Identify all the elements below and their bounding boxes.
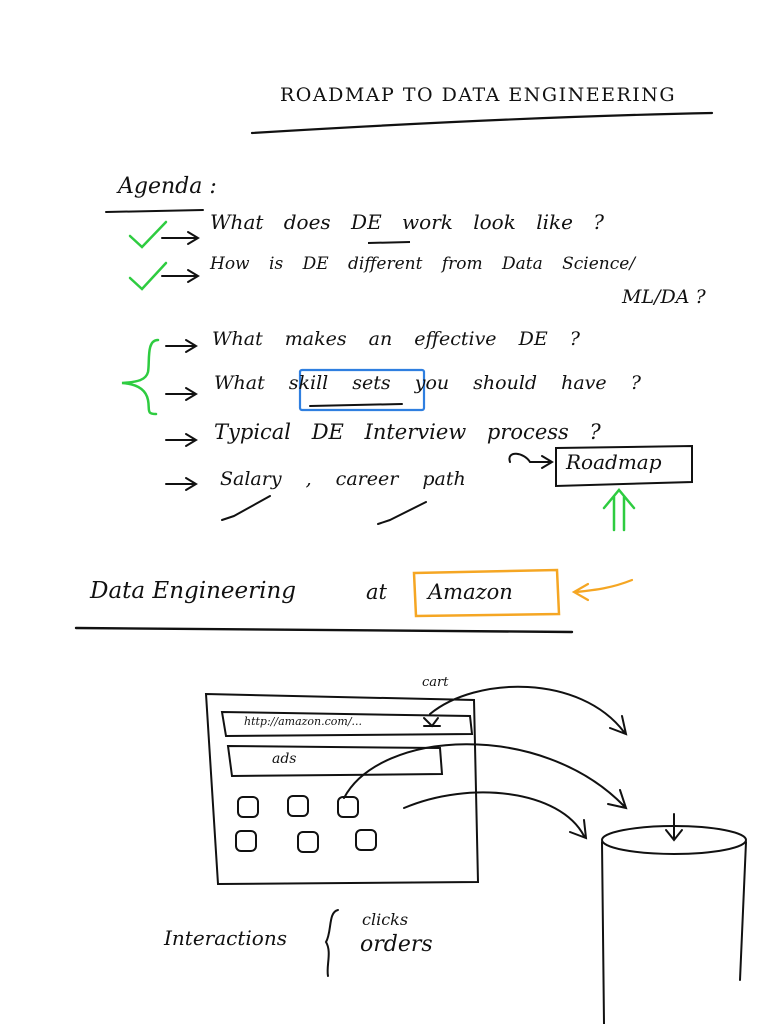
- roadmap-box-label: Roadmap: [566, 450, 662, 474]
- interaction-item-clicks: clicks: [362, 910, 409, 929]
- cart-label: cart: [422, 675, 449, 690]
- section-heading-prefix: Data Engineering: [90, 578, 297, 604]
- url-bar-text: http://amazon.com/...: [244, 715, 363, 728]
- ads-label: ads: [272, 751, 297, 767]
- interaction-item-orders: orders: [360, 932, 433, 957]
- interactions-label: Interactions: [164, 926, 287, 950]
- agenda-item-1: What does DE work look like ?: [210, 210, 605, 234]
- page-title: ROADMAP TO DATA ENGINEERING: [280, 84, 677, 106]
- section-heading-connector: at: [366, 580, 387, 604]
- agenda-item-2-continuation: ML/DA ?: [622, 286, 706, 308]
- agenda-item-3: What makes an effective DE ?: [212, 328, 580, 350]
- agenda-item-5: Typical DE Interview process ?: [214, 420, 601, 444]
- agenda-item-4: What skill sets you should have ?: [214, 372, 641, 394]
- agenda-item-6: Salary , career path: [220, 468, 466, 490]
- section-heading-company: Amazon: [428, 580, 513, 604]
- agenda-item-2: How is DE different from Data Science/: [210, 254, 636, 274]
- agenda-heading: Agenda :: [118, 174, 217, 199]
